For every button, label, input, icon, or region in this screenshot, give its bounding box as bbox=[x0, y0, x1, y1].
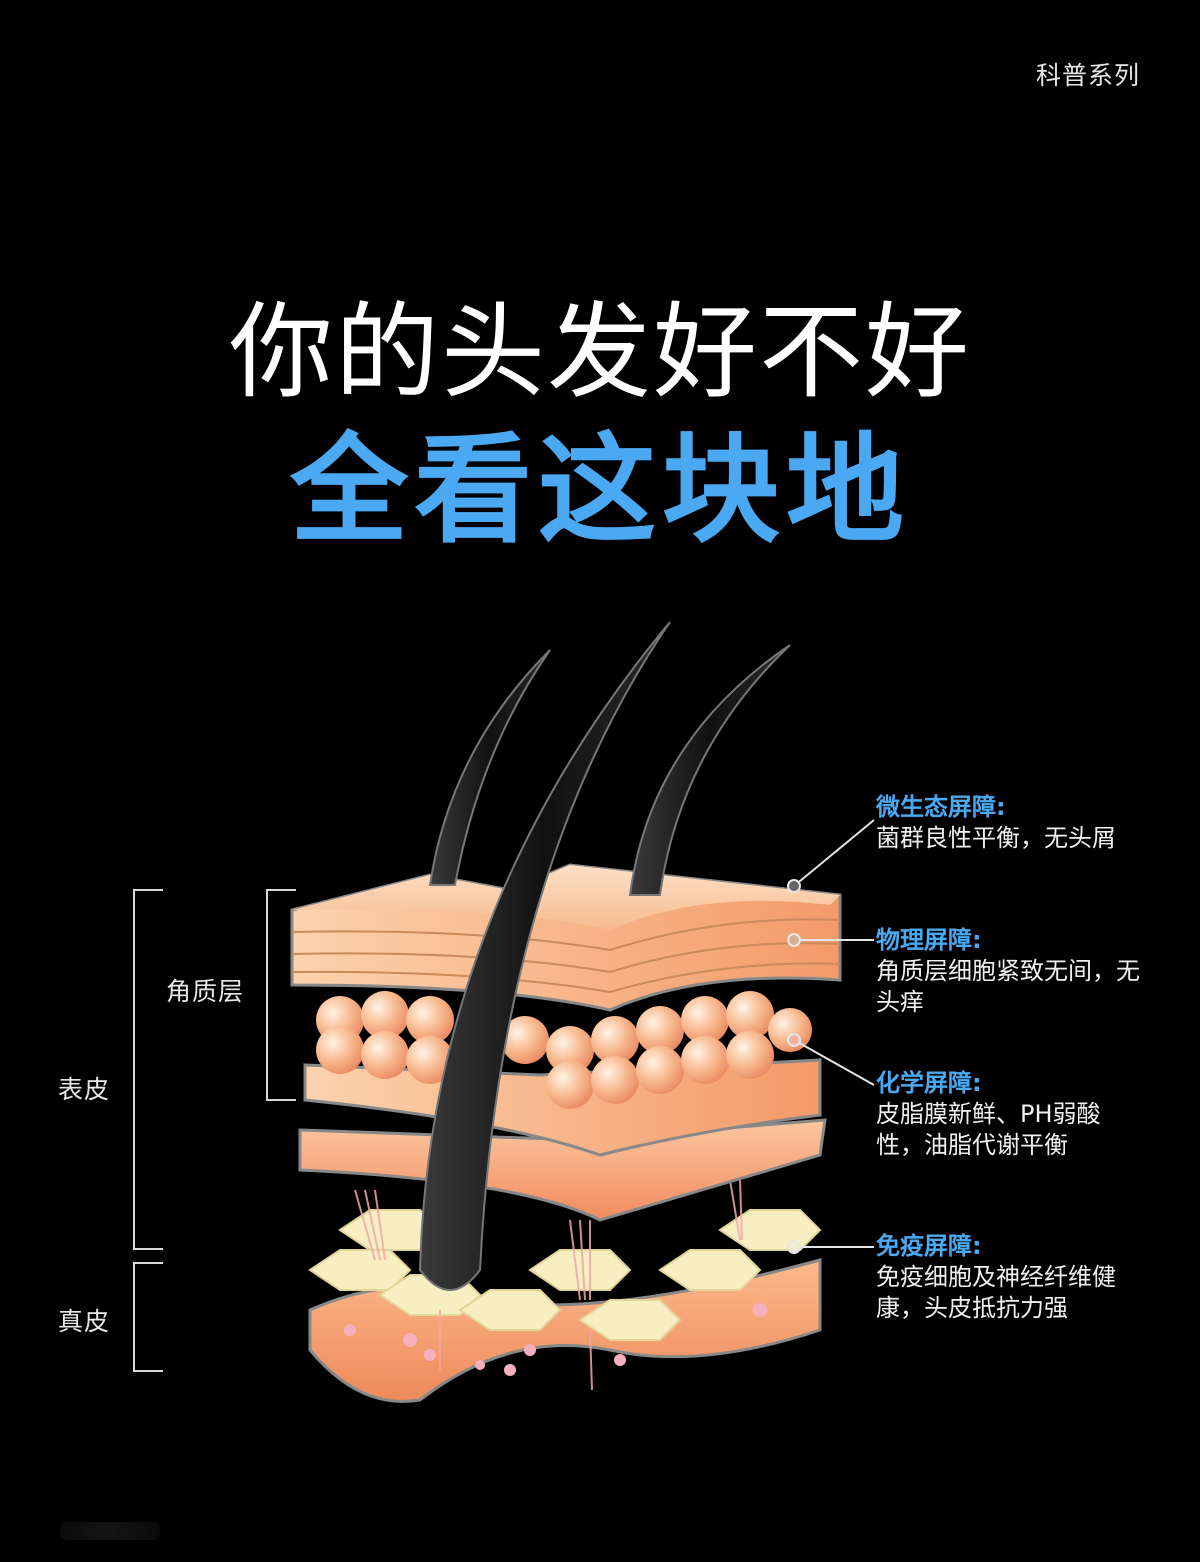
callout-title: 物理屏障: bbox=[876, 926, 982, 954]
callout-desc: 免疫细胞及神经纤维健康，头皮抵抗力强 bbox=[876, 1263, 1116, 1322]
callout-physical-barrier: 物理屏障: 角质层细胞紧致无间，无头痒 bbox=[876, 925, 1146, 1018]
title-line-2: 全看这块地 bbox=[289, 421, 910, 559]
stratum-corneum-bracket bbox=[266, 889, 296, 1101]
skin-cross-section-illustration bbox=[290, 621, 842, 1403]
epidermis-bracket bbox=[133, 889, 163, 1250]
callout-title: 微生态屏障: bbox=[876, 793, 1006, 821]
callout-microbiome-barrier: 微生态屏障: 菌群良性平衡，无头屑 bbox=[876, 792, 1176, 854]
dermis-label: 真皮 bbox=[58, 1307, 111, 1336]
callout-title: 免疫屏障: bbox=[876, 1232, 982, 1260]
callout-title: 化学屏障: bbox=[876, 1069, 982, 1097]
dermis-bracket bbox=[133, 1262, 163, 1372]
epidermis-label: 表皮 bbox=[58, 1075, 111, 1104]
callout-leader-lines bbox=[787, 819, 875, 1254]
watermark bbox=[60, 1522, 160, 1540]
callout-chemical-barrier: 化学屏障: 皮脂膜新鲜、PH弱酸性，油脂代谢平衡 bbox=[876, 1068, 1136, 1161]
callout-desc: 菌群良性平衡，无头屑 bbox=[876, 824, 1116, 852]
series-tag: 科普系列 bbox=[1035, 61, 1140, 90]
callout-desc: 角质层细胞紧致无间，无头痒 bbox=[876, 957, 1140, 1016]
stratum-corneum-label: 角质层 bbox=[166, 977, 245, 1006]
title-line-1: 你的头发好不好 bbox=[228, 291, 971, 413]
callout-immune-barrier: 免疫屏障: 免疫细胞及神经纤维健康，头皮抵抗力强 bbox=[876, 1231, 1151, 1324]
callout-desc: 皮脂膜新鲜、PH弱酸性，油脂代谢平衡 bbox=[876, 1100, 1101, 1159]
